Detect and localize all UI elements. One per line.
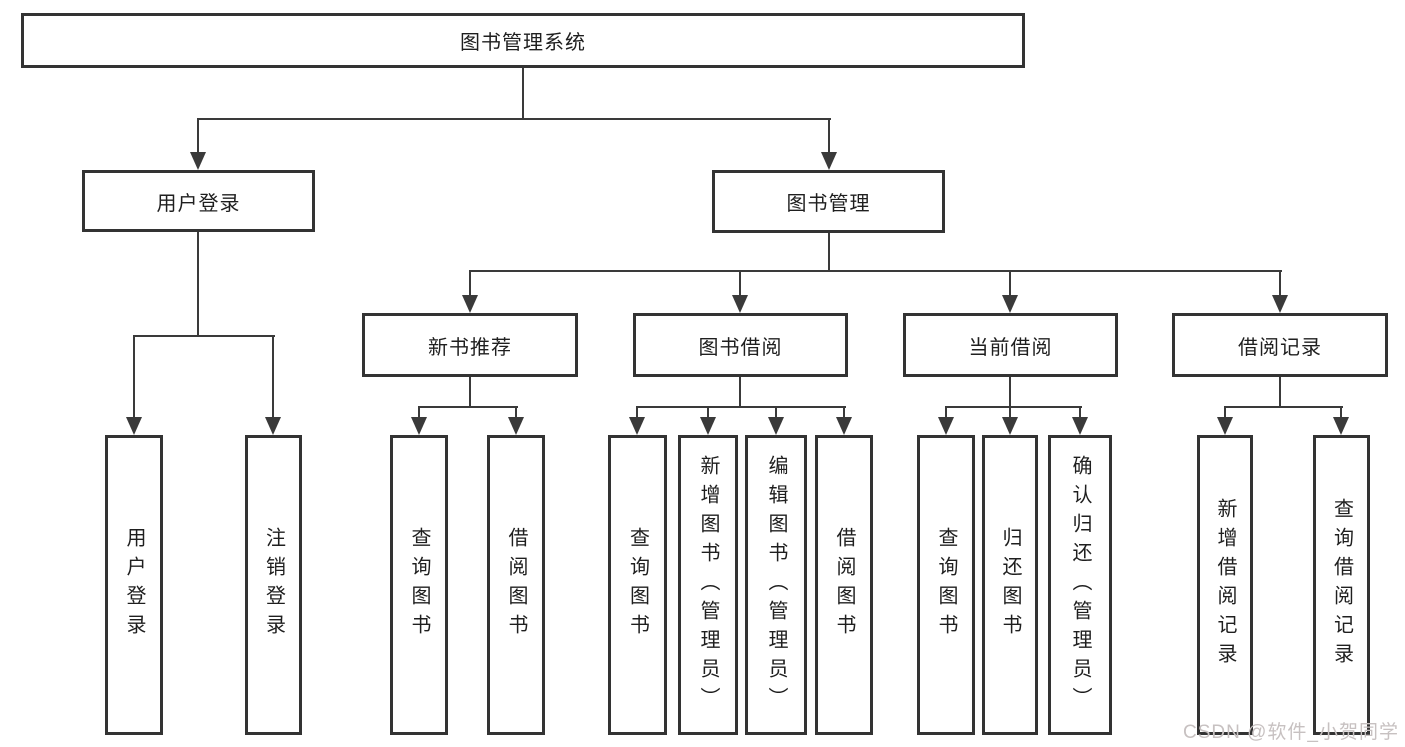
connector-line: [1009, 377, 1011, 406]
node-current-borrow-label: 当前借阅: [968, 336, 1053, 359]
node-book-borrow-label: 图书借阅: [698, 336, 783, 359]
arrowhead-icon: [1333, 417, 1349, 435]
connector-line: [197, 232, 199, 335]
connector-line: [1079, 406, 1081, 419]
leaf-recommend-borrow-books: 借阅图书: [487, 435, 545, 735]
node-new-book-recommend: 新书推荐: [362, 313, 578, 377]
node-book-borrow: 图书借阅: [633, 313, 848, 377]
connector-line: [197, 118, 199, 154]
csdn-watermark: CSDN @软件_小贺同学: [1183, 722, 1399, 743]
leaf-logout: 注销登录: [245, 435, 302, 735]
arrowhead-icon: [700, 417, 716, 435]
node-new-book-recommend-label: 新书推荐: [428, 336, 512, 359]
connector-line: [1224, 406, 1226, 419]
connector-line: [1279, 377, 1281, 406]
connector-line: [636, 406, 846, 408]
arrowhead-icon: [1002, 417, 1018, 435]
node-borrow-record: 借阅记录: [1172, 313, 1388, 377]
leaf-borrow-books-label: 借阅图书: [833, 527, 855, 643]
arrowhead-icon: [190, 152, 206, 170]
connector-line: [828, 118, 830, 154]
connector-line: [1224, 406, 1343, 408]
arrowhead-icon: [1272, 295, 1288, 313]
connector-line: [522, 68, 524, 118]
leaf-current-query-books: 查询图书: [917, 435, 975, 735]
leaf-edit-books-admin-label: 编辑图书（管理员）: [765, 454, 787, 716]
node-book-management-label: 图书管理: [786, 193, 871, 215]
connector-line: [945, 406, 947, 419]
node-borrow-record-label: 借阅记录: [1238, 336, 1322, 359]
leaf-edit-books-admin: 编辑图书（管理员）: [745, 435, 807, 735]
arrowhead-icon: [462, 295, 478, 313]
leaf-recommend-query-books: 查询图书: [390, 435, 448, 735]
connector-line: [707, 406, 709, 419]
connector-line: [739, 270, 741, 297]
node-root: 图书管理系统: [21, 13, 1025, 68]
leaf-recommend-query-books-label: 查询图书: [408, 527, 430, 643]
connector-line: [133, 335, 275, 337]
connector-line: [775, 406, 777, 419]
arrowhead-icon: [821, 152, 837, 170]
node-user-login-label: 用户登录: [156, 192, 241, 215]
node-user-login: 用户登录: [82, 170, 315, 232]
connector-line: [945, 406, 1082, 408]
connector-line: [1009, 406, 1011, 419]
leaf-return-books: 归还图书: [982, 435, 1038, 735]
connector-line: [1340, 406, 1342, 419]
node-root-label: 图书管理系统: [460, 32, 586, 54]
node-current-borrow: 当前借阅: [903, 313, 1118, 377]
arrowhead-icon: [508, 417, 524, 435]
leaf-return-books-label: 归还图书: [999, 527, 1021, 643]
arrowhead-icon: [1217, 417, 1233, 435]
node-book-management: 图书管理: [712, 170, 945, 233]
arrowhead-icon: [629, 417, 645, 435]
connector-line: [843, 406, 845, 419]
connector-line: [469, 270, 471, 297]
connector-line: [739, 377, 741, 406]
leaf-query-borrow-record: 查询借阅记录: [1313, 435, 1370, 735]
leaf-recommend-borrow-books-label: 借阅图书: [505, 527, 527, 643]
arrowhead-icon: [768, 417, 784, 435]
connector-line: [469, 270, 1282, 272]
leaf-user-login: 用户登录: [105, 435, 163, 735]
leaf-user-login-label: 用户登录: [123, 527, 145, 643]
leaf-current-query-books-label: 查询图书: [935, 527, 957, 643]
leaf-add-books-admin: 新增图书（管理员）: [678, 435, 738, 735]
arrowhead-icon: [938, 417, 954, 435]
connector-line: [272, 335, 274, 419]
leaf-borrow-query-books-label: 查询图书: [626, 527, 649, 643]
connector-line: [1279, 270, 1281, 297]
arrowhead-icon: [732, 295, 748, 313]
arrowhead-icon: [836, 417, 852, 435]
connector-line: [469, 377, 471, 406]
arrowhead-icon: [411, 417, 427, 435]
arrowhead-icon: [126, 417, 142, 435]
leaf-confirm-return-admin-label: 确认归还（管理员）: [1069, 454, 1091, 716]
connector-line: [133, 335, 135, 419]
leaf-borrow-books: 借阅图书: [815, 435, 873, 735]
connector-line: [197, 118, 831, 120]
leaf-add-borrow-record: 新增借阅记录: [1197, 435, 1253, 735]
leaf-add-borrow-record-label: 新增借阅记录: [1214, 498, 1236, 672]
connector-line: [418, 406, 518, 408]
connector-line: [636, 406, 638, 419]
arrowhead-icon: [265, 417, 281, 435]
leaf-logout-label: 注销登录: [262, 527, 285, 643]
arrowhead-icon: [1002, 295, 1018, 313]
leaf-query-borrow-record-label: 查询借阅记录: [1330, 498, 1353, 672]
connector-line: [418, 406, 420, 419]
connector-line: [515, 406, 517, 419]
leaf-add-books-admin-label: 新增图书（管理员）: [697, 454, 719, 716]
leaf-borrow-query-books: 查询图书: [608, 435, 667, 735]
connector-line: [1009, 270, 1011, 297]
arrowhead-icon: [1072, 417, 1088, 435]
connector-line: [828, 233, 830, 270]
leaf-confirm-return-admin: 确认归还（管理员）: [1048, 435, 1112, 735]
